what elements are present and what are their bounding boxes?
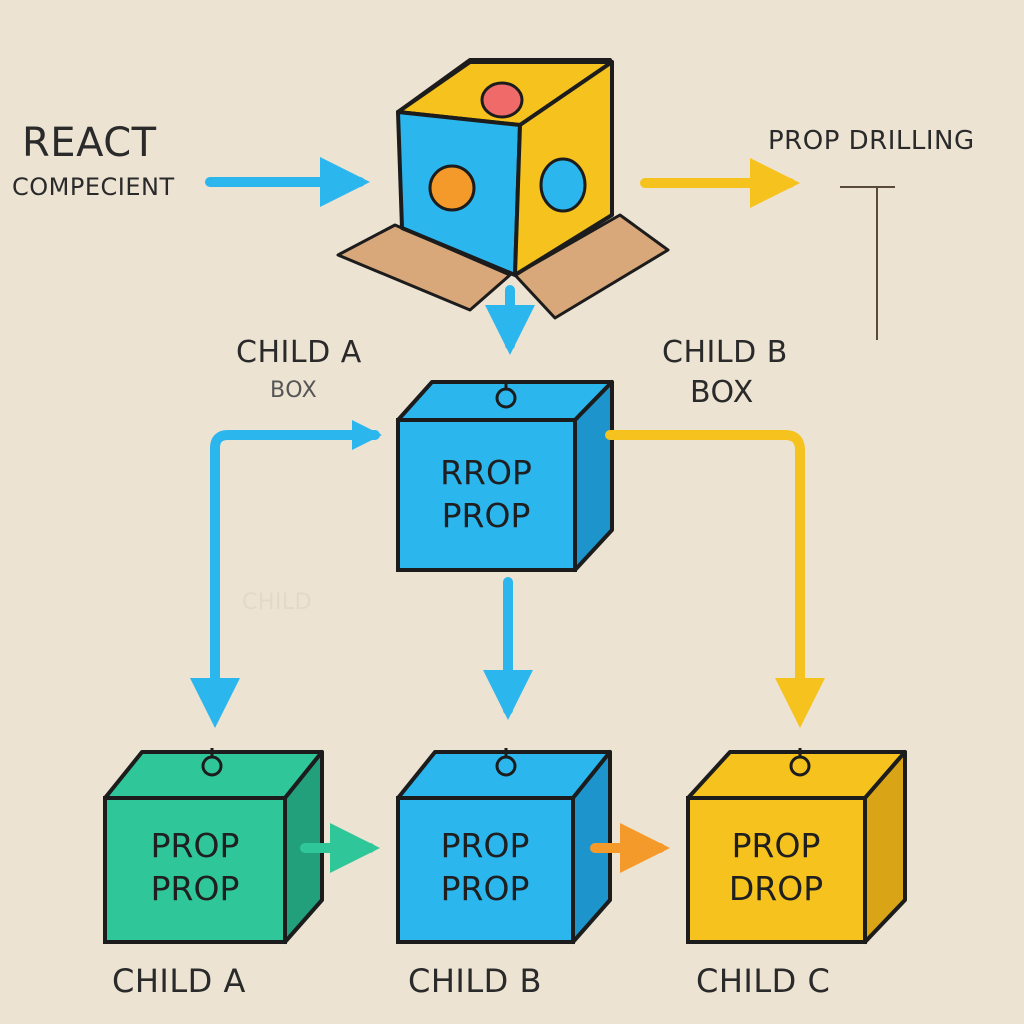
child-c-box-line1: PROP — [732, 826, 821, 865]
child-c-caption: CHILD C — [696, 962, 831, 1000]
middle-box-line1: RROP — [440, 453, 532, 492]
t-line-mark — [840, 186, 895, 340]
child-c-box-line2: DROP — [729, 869, 823, 908]
child-b-box-subheading: BOX — [690, 375, 754, 410]
middle-to-child-c-arrow — [605, 430, 805, 710]
ghost-child-label: CHILD — [242, 590, 313, 615]
react-title: REACT — [22, 120, 157, 166]
child-b-caption: CHILD B — [408, 962, 542, 1000]
prop-drilling-label: PROP DRILLING — [768, 126, 975, 156]
child-a-box-line2: PROP — [151, 869, 240, 908]
child-b-box-line2: PROP — [441, 869, 530, 908]
child-b-box-heading: CHILD B — [662, 335, 788, 370]
child-b-box-line1: PROP — [441, 826, 530, 865]
react-component-cube-icon — [336, 58, 670, 320]
child-c-box: PROP DROP — [686, 748, 907, 944]
middle-prop-box: RROP PROP — [396, 380, 614, 572]
child-b-box: PROP PROP — [396, 748, 612, 944]
middle-box-line2: PROP — [442, 496, 531, 535]
react-subtitle: COMPECIENT — [12, 173, 175, 201]
child-a-box-heading: CHILD A — [236, 335, 362, 370]
child-a-box: PROP PROP — [103, 748, 324, 944]
child-a-caption: CHILD A — [112, 962, 246, 1000]
middle-to-child-a-arrow — [210, 430, 380, 710]
child-a-box-line1: PROP — [151, 826, 240, 865]
child-a-box-subheading: BOX — [270, 378, 318, 403]
